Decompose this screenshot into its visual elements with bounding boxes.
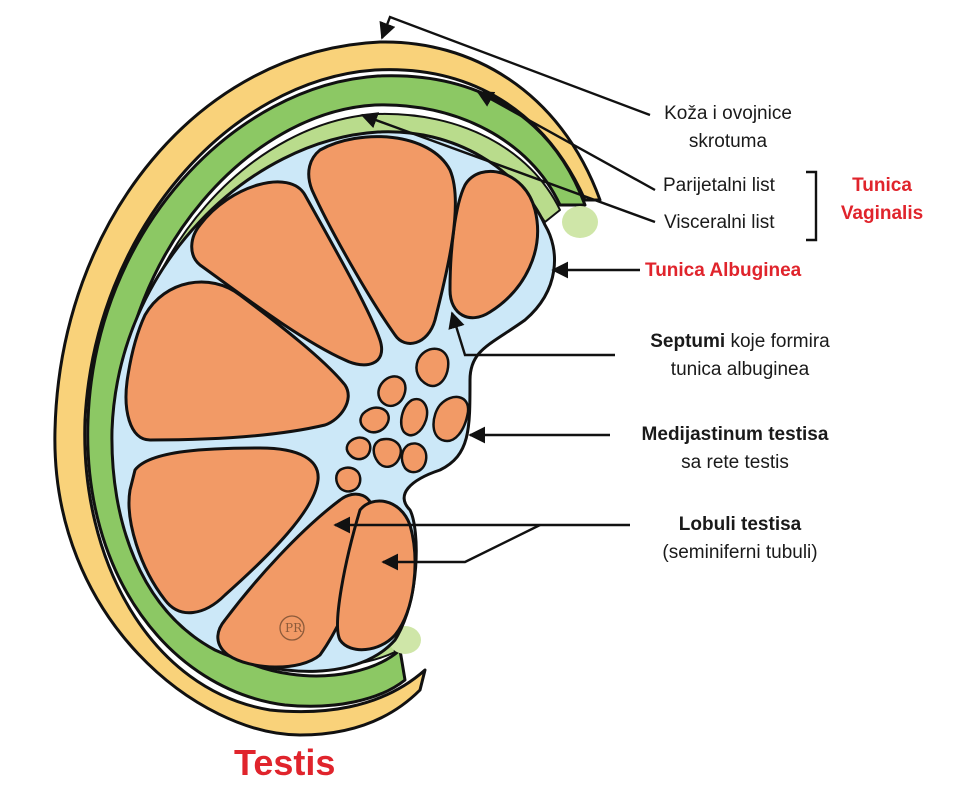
lobule-5 xyxy=(127,446,320,615)
label-septumi-bold: Septumi xyxy=(650,331,726,352)
label-septumi-line1: Septumi koje formira xyxy=(620,328,860,356)
label-septumi-line2: tunica albuginea xyxy=(670,359,810,380)
page-title: Testis xyxy=(234,742,336,783)
mediastinum-rete-testis xyxy=(335,347,470,493)
label-mediastinum: Medijastinum testisa sa rete testis xyxy=(610,421,860,477)
lobule-7 xyxy=(336,499,417,652)
leader-visceral xyxy=(360,112,656,224)
label-septumi: Septumi koje formira tunica albuginea xyxy=(620,328,860,384)
label-tunica-vaginalis: Tunica Vaginalis xyxy=(828,172,936,228)
lobule-2 xyxy=(307,135,457,345)
lobules xyxy=(124,135,540,669)
leader-parietal xyxy=(476,90,656,192)
label-tunica-vaginalis-line2: Vaginalis xyxy=(840,203,924,224)
tunica-vaginalis-bracket xyxy=(806,170,818,242)
visceral-fold-top xyxy=(562,206,598,238)
label-parietal: Parijetalni list xyxy=(663,175,775,196)
label-lobuli-line1: Lobuli testisa xyxy=(678,514,802,535)
scrotal-skin-layer xyxy=(53,40,602,737)
label-visceral: Visceralni list xyxy=(664,212,775,233)
signature-text: PR xyxy=(285,621,303,635)
lobule-4 xyxy=(124,280,350,442)
parietal-layer xyxy=(86,74,587,708)
label-mediastinum-line1: Medijastinum testisa xyxy=(641,424,829,445)
label-skin: Koža i ovojnice skrotuma xyxy=(638,100,818,156)
label-lobuli: Lobuli testisa (seminiferni tubuli) xyxy=(625,511,855,567)
label-mediastinum-line2: sa rete testis xyxy=(681,452,789,473)
label-skin-line1: Koža i ovojnice xyxy=(664,103,792,124)
leader-septumi xyxy=(448,311,615,357)
leader-lobuli-b xyxy=(381,523,541,571)
leader-skin xyxy=(379,15,651,117)
lobule-3 xyxy=(190,180,384,367)
label-tunica-vaginalis-line1: Tunica xyxy=(852,175,912,196)
label-tunica-albuginea: Tunica Albuginea xyxy=(645,260,802,281)
label-septumi-rest: koje formira xyxy=(725,331,830,352)
label-skin-line2: skrotuma xyxy=(688,131,768,152)
label-lobuli-line2: (seminiferni tubuli) xyxy=(662,542,818,563)
signature-stamp xyxy=(279,615,305,641)
